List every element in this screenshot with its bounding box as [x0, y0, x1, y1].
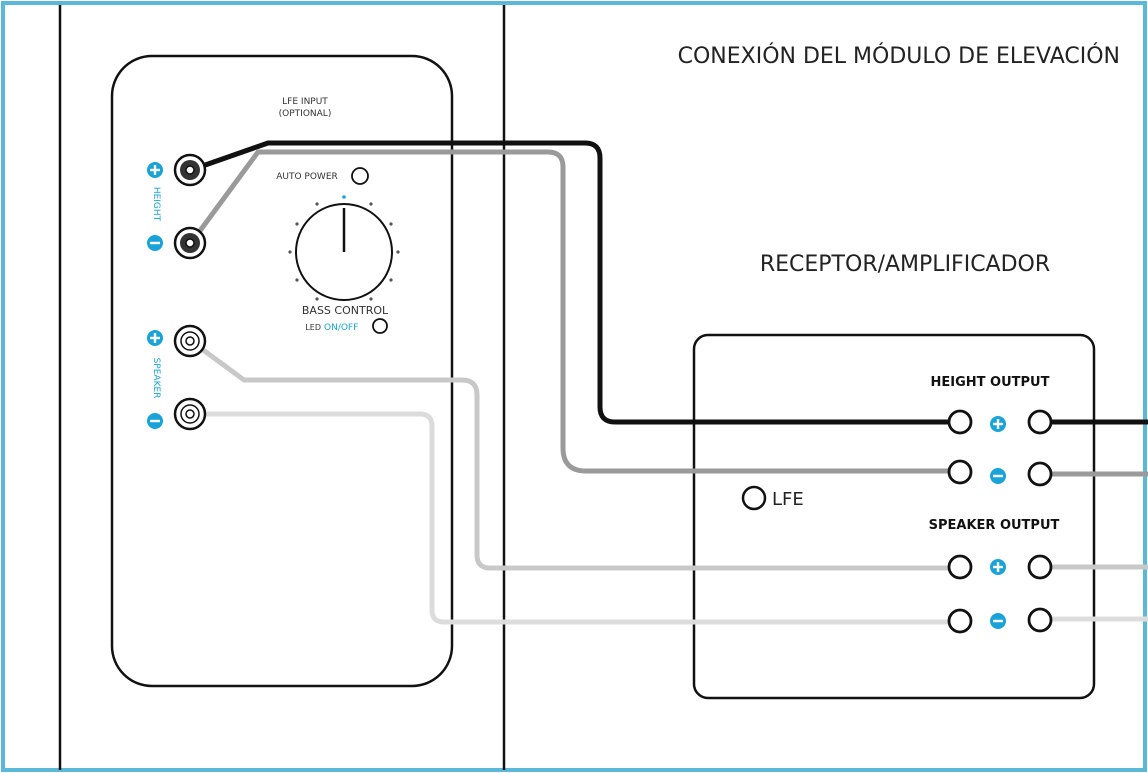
module-height-minus-jack	[173, 226, 207, 260]
receiver-height-plus-out-jack	[1027, 409, 1053, 435]
led-toggle	[372, 318, 388, 334]
receiver-height-plus-icon	[990, 416, 1006, 432]
height-side-label: HEIGHT	[151, 187, 161, 222]
height-minus-wire	[188, 149, 963, 474]
lfe-label: LFE	[772, 489, 804, 510]
module-speaker-minus-jack	[173, 397, 207, 431]
led-label: LED	[305, 323, 321, 332]
receiver-height-minus-out-jack	[1027, 461, 1053, 487]
diagram-title: CONEXIÓN DEL MÓDULO DE ELEVACIÓN	[678, 43, 1120, 69]
module-height-plus-jack	[173, 153, 207, 187]
bass-control-knob	[288, 195, 400, 301]
lfe-input-label: LFE INPUT	[282, 97, 328, 107]
height-output-label: HEIGHT OUTPUT	[931, 375, 1050, 390]
receiver-speaker-minus-in-jack	[947, 608, 973, 634]
receiver-speaker-plus-out-jack	[1027, 554, 1053, 580]
speaker-plus-icon	[147, 330, 163, 346]
receiver-speaker-plus-in-jack	[947, 554, 973, 580]
receiver-speaker-plus-icon	[990, 559, 1006, 575]
lfe-jack	[741, 485, 767, 511]
speaker-side-label: SPEAKER	[151, 358, 161, 399]
height-plus-wire	[188, 140, 963, 425]
module-speaker-plus-jack	[173, 324, 207, 358]
speaker-minus-wire	[188, 411, 963, 625]
receiver-height-plus-in-jack	[947, 409, 973, 435]
height-plus-icon	[147, 162, 163, 178]
receiver-title: RECEPTOR/AMPLIFICADOR	[760, 252, 1050, 277]
speaker-plus-wire	[188, 338, 963, 571]
height-minus-icon	[147, 235, 163, 251]
speaker-output-label: SPEAKER OUTPUT	[929, 518, 1060, 533]
bass-control-label: BASS CONTROL	[302, 304, 389, 317]
receiver-height-minus-in-jack	[947, 459, 973, 485]
speaker-minus-icon	[147, 413, 163, 429]
auto-power-led	[351, 167, 369, 185]
auto-power-label: AUTO POWER	[276, 172, 338, 182]
receiver-speaker-minus-icon	[990, 613, 1006, 629]
lfe-input-optional-label: (OPTIONAL)	[279, 109, 332, 119]
led-state-label: ON/OFF	[324, 323, 358, 333]
receiver-speaker-minus-out-jack	[1027, 607, 1053, 633]
receiver-height-minus-icon	[990, 468, 1006, 484]
